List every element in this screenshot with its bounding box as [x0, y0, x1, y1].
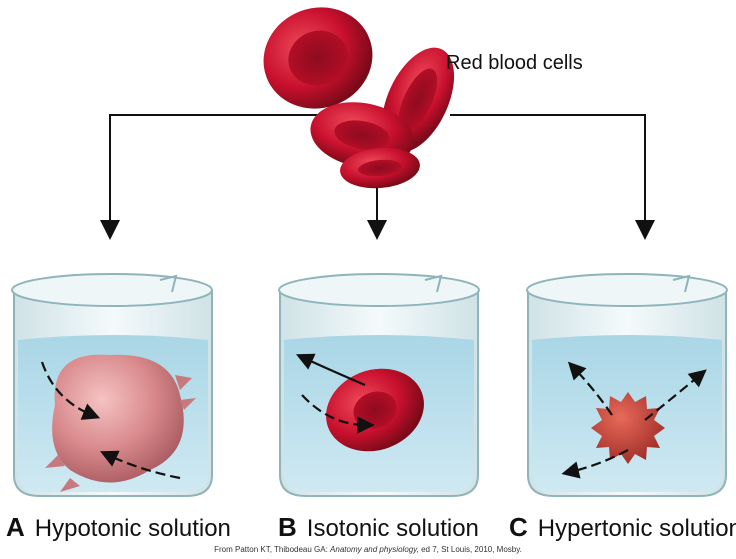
caption-c: C Hypertonic solution	[509, 512, 736, 543]
caption-b-letter: B	[278, 512, 297, 542]
caption-b-text: Isotonic solution	[306, 515, 479, 542]
arrow-out-c-1	[567, 361, 613, 416]
arrow-in-a-1	[40, 361, 101, 420]
arrow-out-b	[296, 353, 366, 387]
arrow-in-a-2	[100, 450, 181, 480]
arrow-out-c-3	[561, 449, 629, 479]
caption-a: A Hypotonic solution	[6, 512, 231, 543]
beaker-b	[278, 273, 480, 497]
arrow-out-c-2	[644, 369, 707, 421]
caption-a-text: Hypotonic solution	[34, 515, 231, 542]
rbc-cluster	[263, 7, 455, 189]
source-before: From Patton KT, Thibodeau GA:	[214, 545, 331, 554]
source-italic: Anatomy and physiology,	[330, 545, 419, 554]
beaker-c	[526, 273, 728, 497]
caption-c-letter: C	[509, 512, 528, 542]
connector-right	[450, 114, 655, 240]
source-citation: From Patton KT, Thibodeau GA: Anatomy an…	[0, 545, 736, 554]
caption-a-letter: A	[6, 512, 25, 542]
caption-b: B Isotonic solution	[278, 512, 479, 543]
connector-lines	[100, 114, 655, 240]
beaker-a	[11, 273, 213, 497]
caption-c-text: Hypertonic solution	[537, 515, 736, 542]
red-blood-cells-label: Red blood cells	[446, 52, 583, 74]
arrow-in-b	[301, 394, 375, 434]
source-after: ed 7, St Louis, 2010, Mosby.	[418, 545, 522, 554]
connector-left	[100, 114, 330, 240]
swollen-cell	[45, 354, 196, 492]
